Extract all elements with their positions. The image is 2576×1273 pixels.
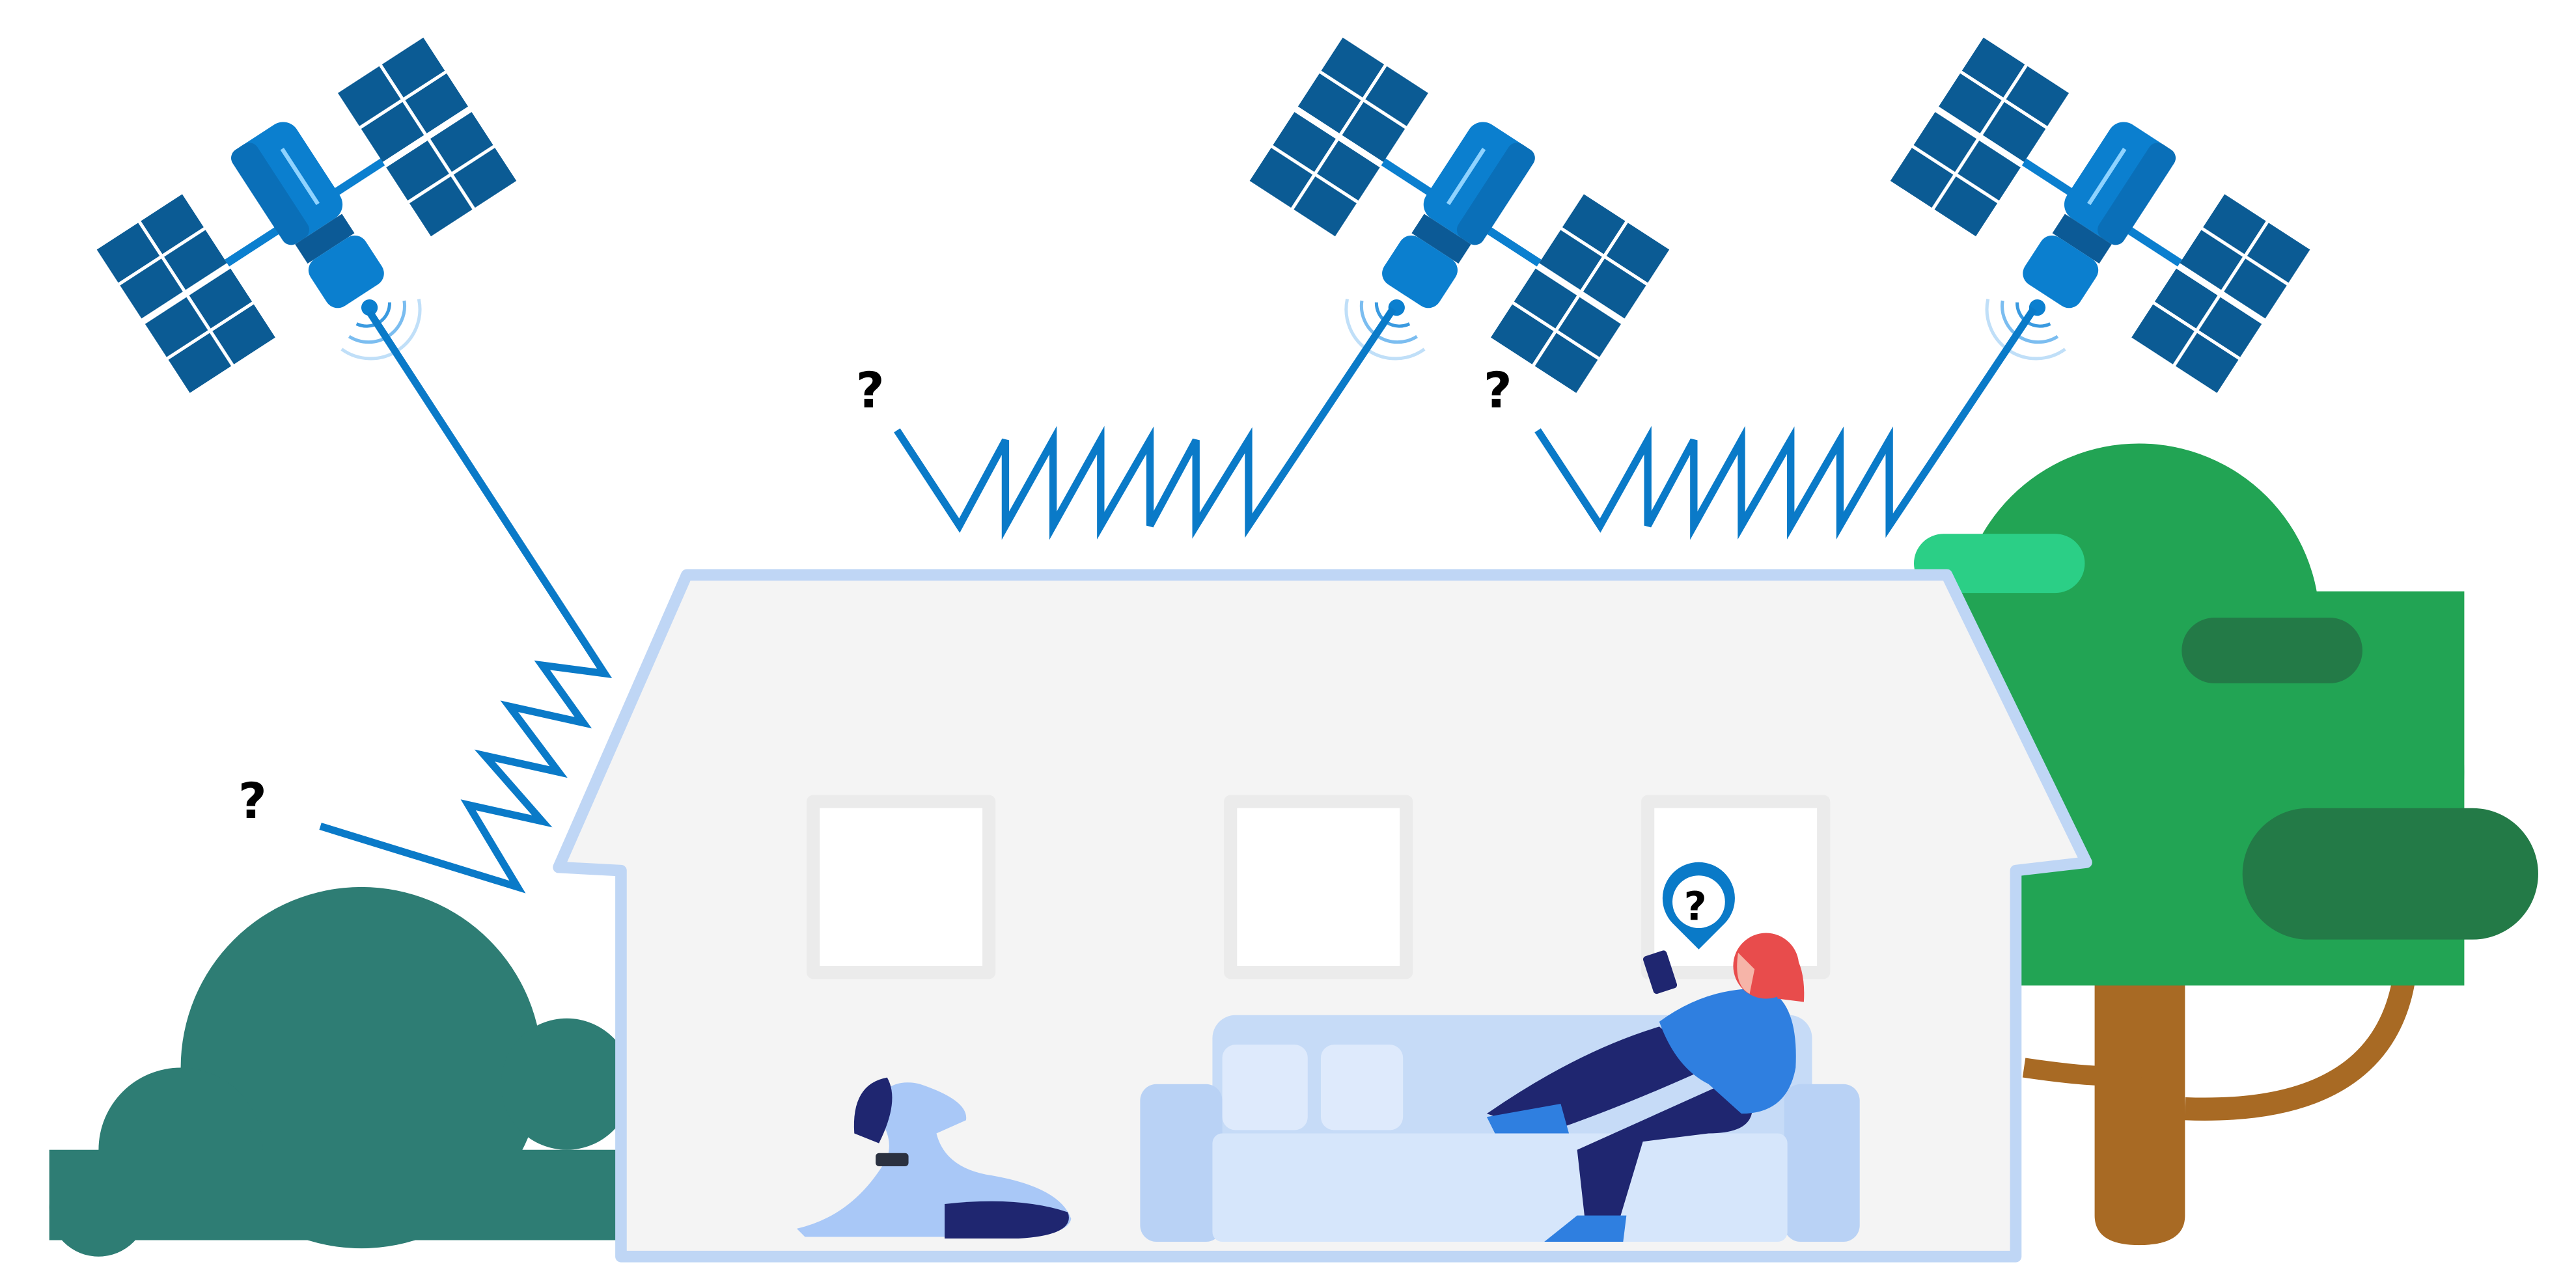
location-pin-question: ?	[1684, 884, 1707, 929]
satellite-right	[1890, 38, 2310, 403]
satellite-middle	[1250, 38, 1670, 403]
satellite-left	[97, 38, 517, 403]
person-with-phone	[1486, 933, 1805, 1242]
signal-left	[319, 310, 613, 894]
signal-lines	[319, 307, 2037, 894]
window-left	[807, 795, 996, 979]
signal-middle	[894, 307, 1396, 540]
question-mark-left: ?	[238, 773, 267, 830]
window-middle	[1224, 795, 1413, 979]
bush	[49, 886, 633, 1257]
location-pin-icon: ?	[1662, 862, 1735, 950]
dog	[796, 1077, 1072, 1239]
question-mark-right: ?	[1484, 362, 1512, 419]
tree	[1913, 443, 2538, 1246]
question-mark-middle: ?	[856, 362, 885, 419]
signal-right	[1534, 307, 2037, 540]
